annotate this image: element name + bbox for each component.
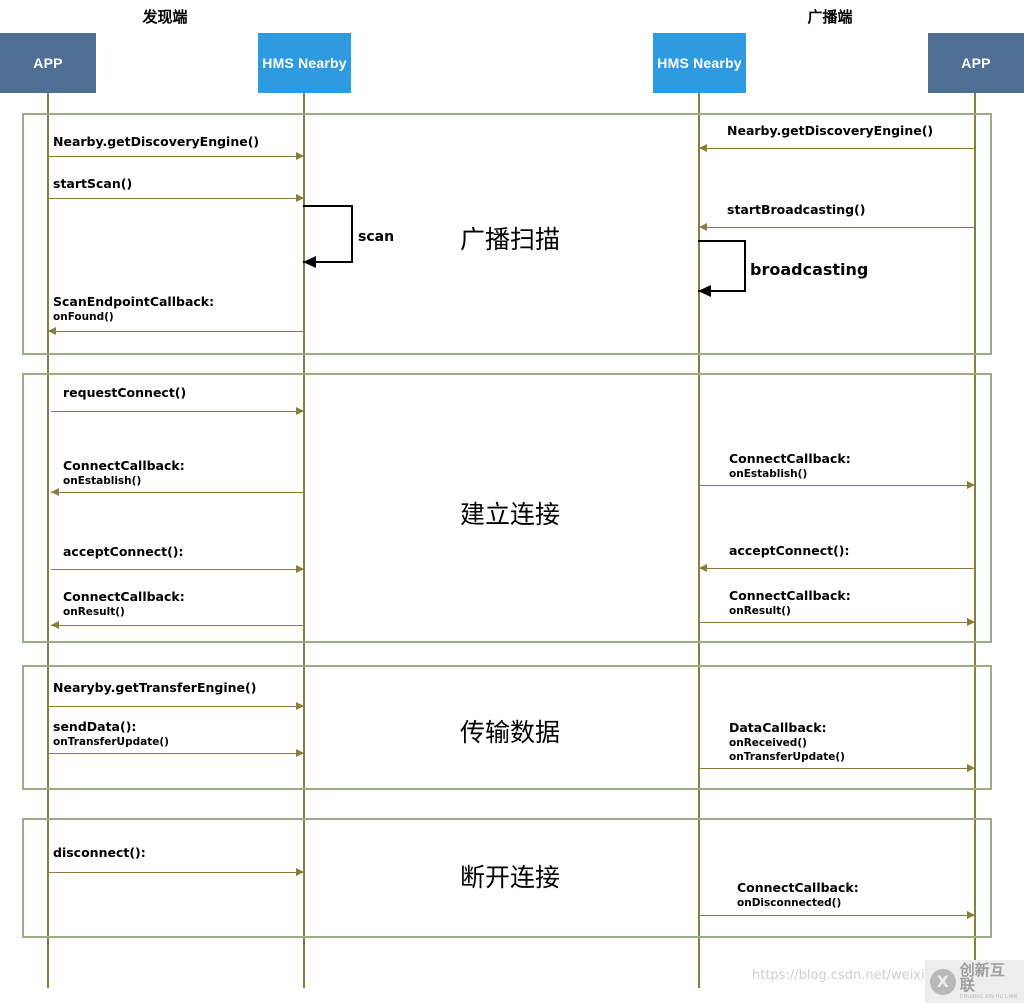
actor-app-left[interactable]: APP bbox=[0, 33, 96, 93]
arrow-head-m5 bbox=[699, 223, 707, 231]
phase-label-scan: 广播扫描 bbox=[459, 225, 560, 254]
message-line-m7 bbox=[51, 492, 304, 493]
self-loop-scan bbox=[303, 205, 353, 263]
message-label-m7: ConnectCallback: onEstablish() bbox=[63, 458, 185, 487]
phase-label-disconnect: 断开连接 bbox=[459, 863, 560, 892]
message-line-m11 bbox=[699, 568, 975, 569]
arrow-head-m8 bbox=[296, 565, 304, 573]
arrow-head-m1 bbox=[296, 152, 304, 160]
role-title-discovery: 发现端 bbox=[142, 8, 188, 26]
message-line-m6 bbox=[51, 411, 304, 412]
watermark-url: https://blog.csdn.net/weixi bbox=[752, 968, 925, 983]
message-label-m11: acceptConnect(): bbox=[729, 543, 850, 558]
message-label-m1: Nearby.getDiscoveryEngine() bbox=[53, 134, 260, 149]
lifeline-app-right bbox=[974, 93, 976, 988]
phase-label-connect: 建立连接 bbox=[459, 500, 560, 529]
self-loop-broadcasting bbox=[698, 240, 746, 292]
arrow-head-m16 bbox=[296, 868, 304, 876]
arrow-head-m15 bbox=[967, 764, 975, 772]
message-label-m15: DataCallback: onReceived() onTransferUpd… bbox=[729, 720, 845, 763]
message-line-m14 bbox=[48, 753, 304, 754]
message-line-m12 bbox=[699, 622, 975, 623]
arrow-head-m4 bbox=[699, 144, 707, 152]
arrow-head-m12 bbox=[967, 618, 975, 626]
phase-frame-disconnect bbox=[22, 818, 992, 938]
message-line-m16 bbox=[48, 872, 304, 873]
message-label-m5: startBroadcasting() bbox=[727, 202, 866, 217]
watermark-logo-icon: X bbox=[930, 968, 956, 995]
message-line-m8 bbox=[51, 569, 304, 570]
actor-hms-right[interactable]: HMS Nearby bbox=[653, 33, 746, 93]
self-loop-label-scan: scan bbox=[358, 229, 395, 245]
message-line-m17 bbox=[699, 915, 975, 916]
role-title-broadcast: 广播端 bbox=[807, 8, 853, 26]
self-loop-arrow-broadcasting bbox=[698, 285, 711, 297]
phase-frame-transfer bbox=[22, 665, 992, 790]
message-label-m14: sendData(): onTransferUpdate() bbox=[53, 719, 169, 748]
arrow-head-m2 bbox=[296, 194, 304, 202]
message-label-m9: ConnectCallback: onResult() bbox=[63, 589, 185, 618]
watermark-logo-cn: 创新互联 bbox=[959, 962, 1005, 994]
message-line-m13 bbox=[48, 706, 304, 707]
self-loop-arrow-scan bbox=[303, 256, 316, 268]
message-line-m2 bbox=[48, 198, 304, 199]
message-label-m12: ConnectCallback: onResult() bbox=[729, 588, 851, 617]
phase-frame-scan bbox=[22, 113, 992, 355]
message-label-m13: Nearyby.getTransferEngine() bbox=[53, 680, 257, 695]
message-label-m6: requestConnect() bbox=[63, 385, 187, 400]
message-label-m4: Nearby.getDiscoveryEngine() bbox=[727, 123, 934, 138]
watermark-logo: X 创新互联 CHUANG XIN HU LIAN bbox=[925, 960, 1024, 1003]
arrow-head-m17 bbox=[967, 911, 975, 919]
actor-app-right[interactable]: APP bbox=[928, 33, 1024, 93]
message-line-m10 bbox=[699, 485, 975, 486]
message-label-m8: acceptConnect(): bbox=[63, 544, 184, 559]
arrow-head-m9 bbox=[51, 621, 59, 629]
phase-label-transfer: 传输数据 bbox=[459, 718, 560, 747]
message-line-m9 bbox=[51, 625, 304, 626]
arrow-head-m14 bbox=[296, 749, 304, 757]
message-label-m10: ConnectCallback: onEstablish() bbox=[729, 451, 851, 480]
self-loop-label-broadcasting: broadcasting bbox=[750, 260, 869, 279]
arrow-head-m10 bbox=[967, 481, 975, 489]
message-label-m17: ConnectCallback: onDisconnected() bbox=[737, 880, 859, 909]
lifeline-hms-right bbox=[698, 93, 700, 988]
message-label-m16: disconnect(): bbox=[53, 845, 146, 860]
arrow-head-m7 bbox=[51, 488, 59, 496]
message-line-m4 bbox=[699, 148, 975, 149]
lifeline-app-left bbox=[47, 93, 49, 988]
message-line-m1 bbox=[48, 156, 304, 157]
message-line-m15 bbox=[699, 768, 975, 769]
arrow-head-m11 bbox=[699, 564, 707, 572]
message-line-m3 bbox=[48, 331, 304, 332]
message-label-m3: ScanEndpointCallback: onFound() bbox=[53, 294, 215, 323]
message-label-m2: startScan() bbox=[53, 176, 133, 191]
actor-hms-left[interactable]: HMS Nearby bbox=[258, 33, 351, 93]
arrow-head-m6 bbox=[296, 407, 304, 415]
lifeline-hms-left bbox=[303, 93, 305, 988]
message-line-m5 bbox=[699, 227, 975, 228]
arrow-head-m3 bbox=[48, 327, 56, 335]
phase-frame-connect bbox=[22, 373, 992, 643]
watermark-logo-en: CHUANG XIN HU LIAN bbox=[959, 994, 1018, 1000]
arrow-head-m13 bbox=[296, 702, 304, 710]
